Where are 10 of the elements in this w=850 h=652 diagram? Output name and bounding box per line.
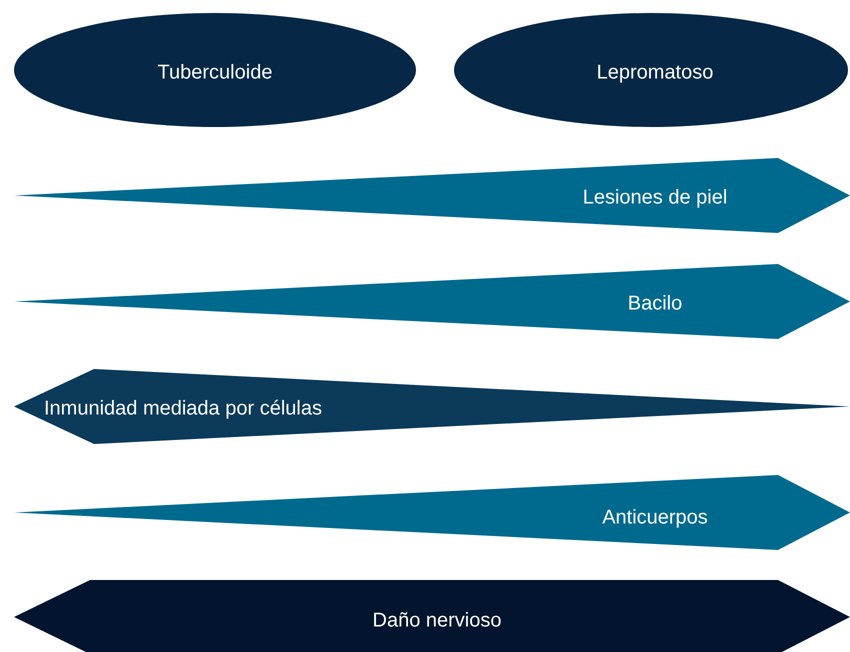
shape-label: Anticuerpos [602, 506, 708, 530]
pointed-band [14, 580, 850, 652]
ellipse-node [454, 13, 848, 127]
shape-label: Tuberculoide [158, 62, 272, 84]
shape-label: Inmunidad mediada por células [44, 398, 322, 420]
shape-label: Daño nervioso [372, 610, 502, 632]
shape-label: Lepromatoso [596, 62, 714, 84]
ellipse-node [14, 13, 416, 127]
shape-label: Lesiones de piel [582, 186, 728, 210]
shape-label: Bacilo [628, 292, 682, 316]
